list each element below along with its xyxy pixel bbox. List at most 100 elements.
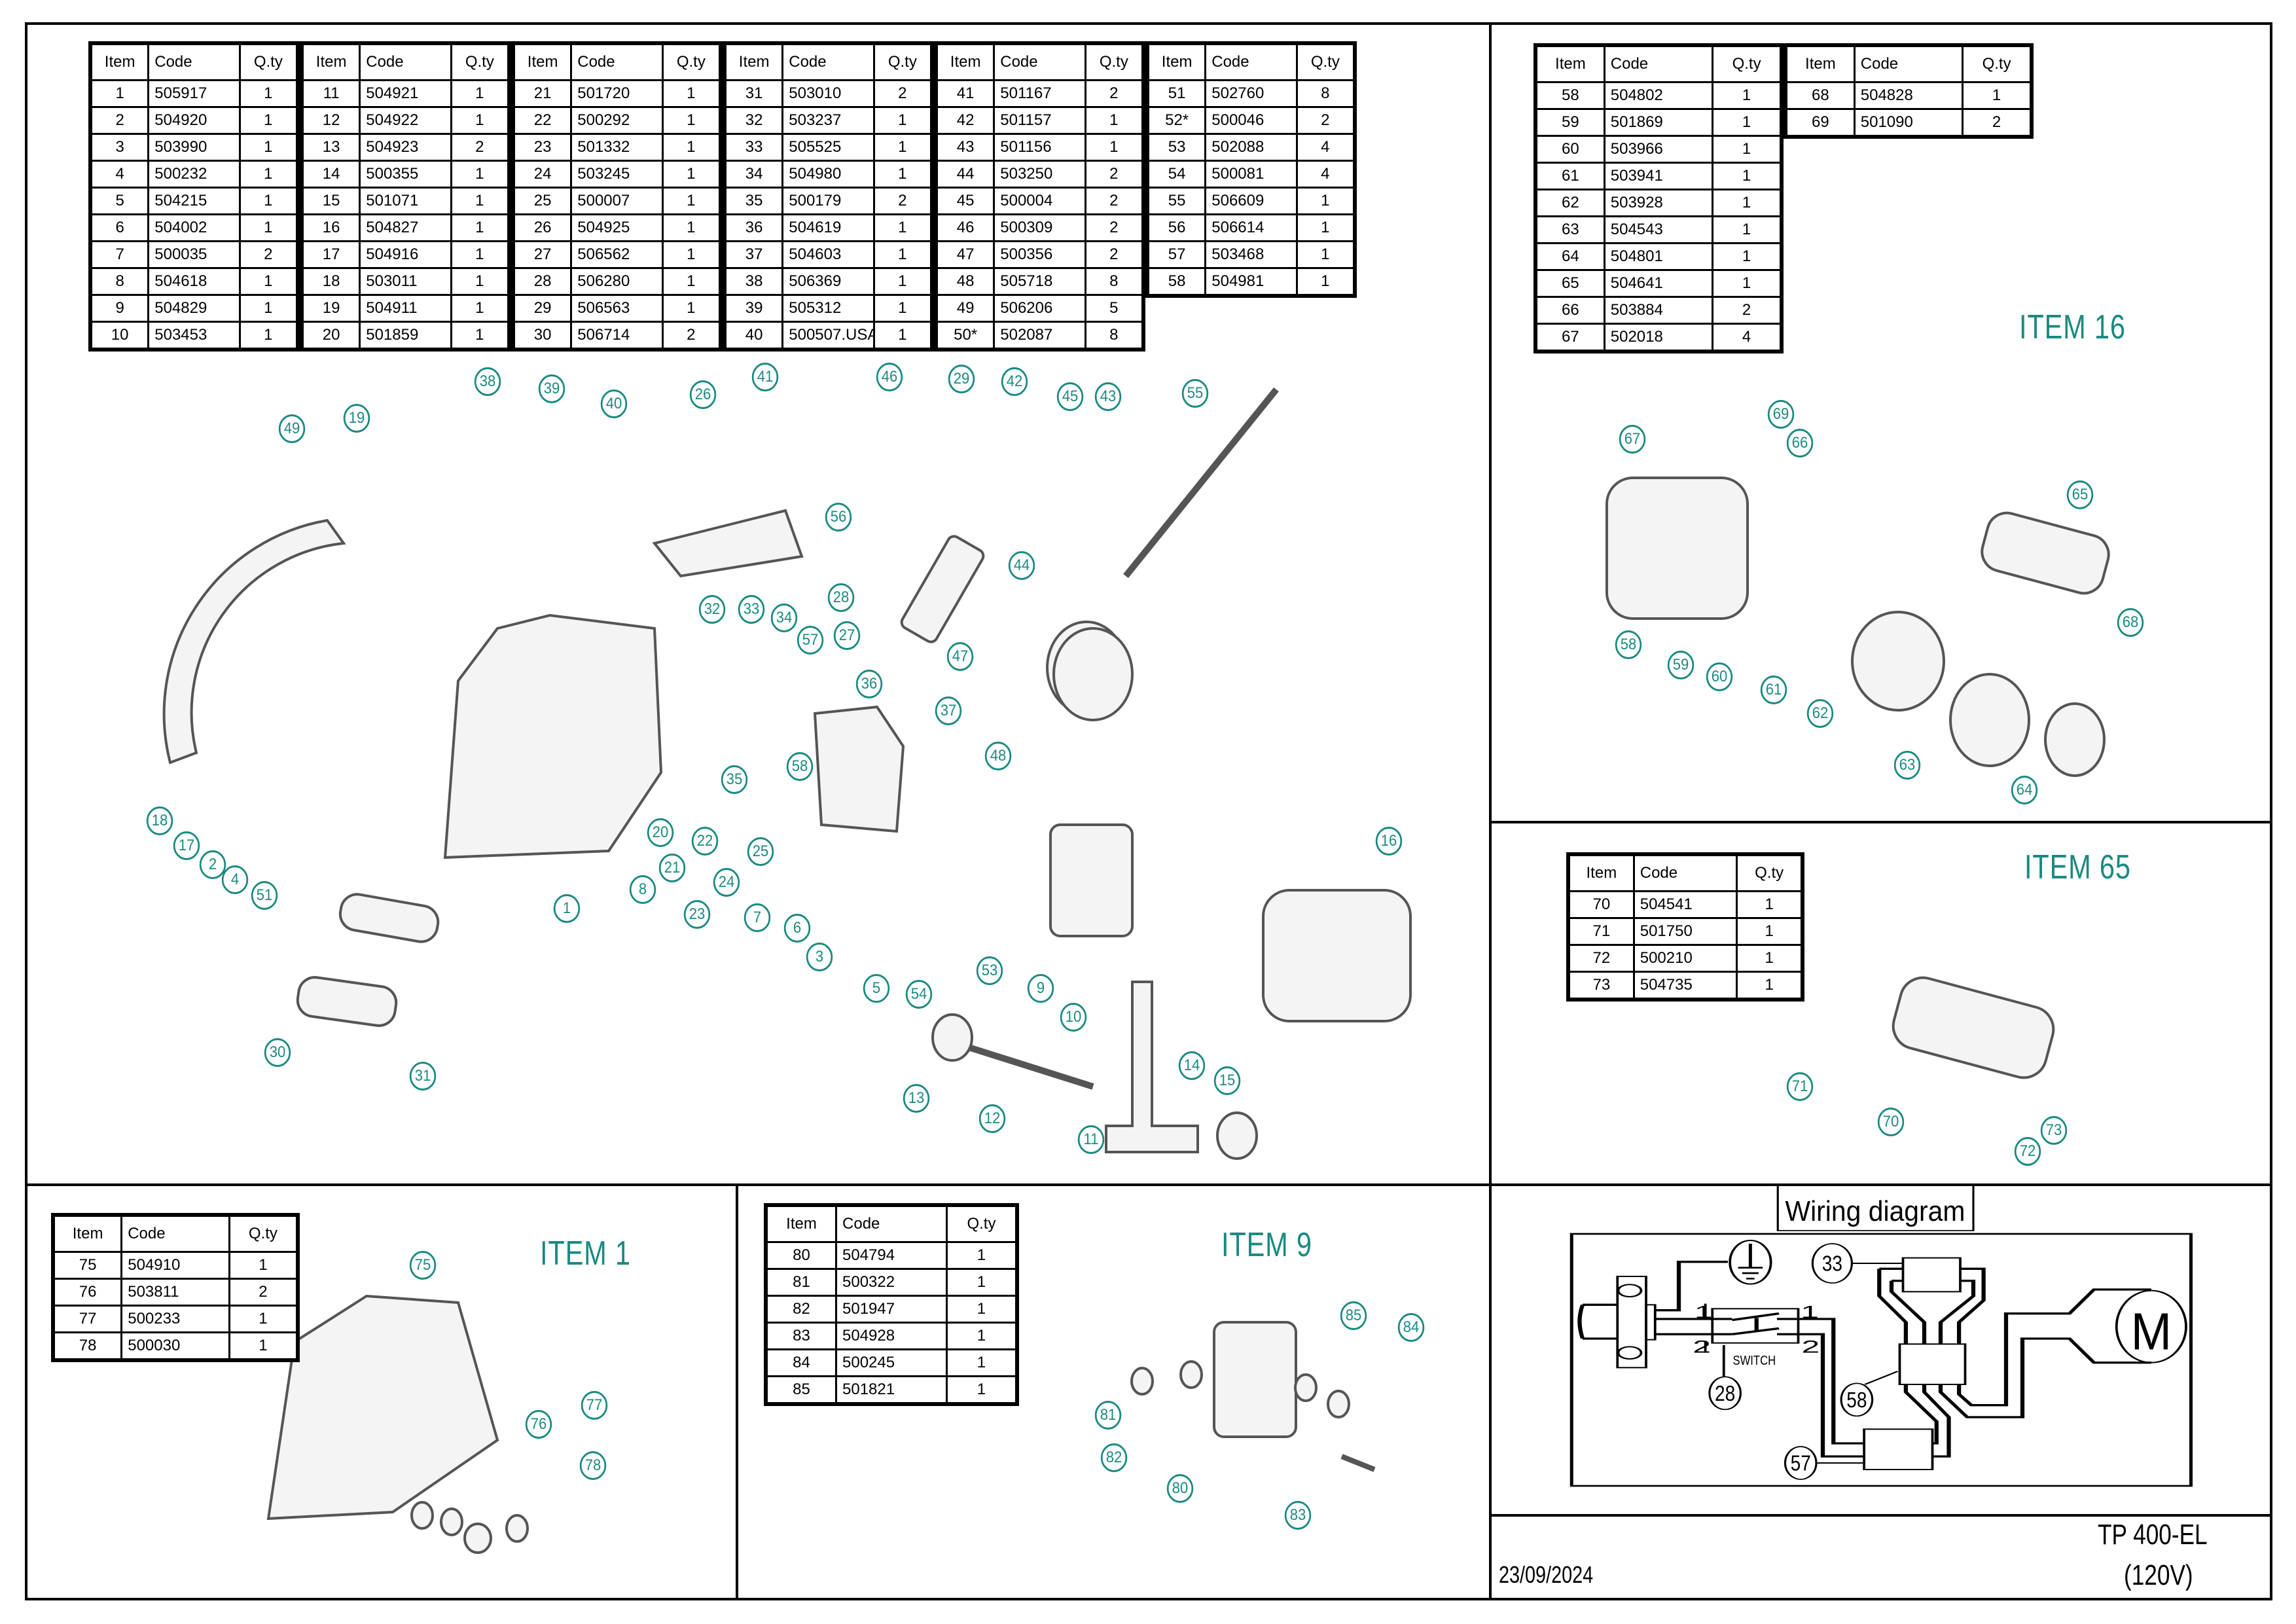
quantity: 1 xyxy=(945,1241,1018,1270)
column-header: Q.ty xyxy=(945,1204,1018,1243)
column-header: Item xyxy=(512,42,573,81)
item-number: 41 xyxy=(935,79,996,108)
part-code: 504002 xyxy=(147,213,241,242)
part-code: 500355 xyxy=(359,160,452,189)
quantity: 1 xyxy=(661,160,722,189)
callout-main: 17 xyxy=(173,831,200,860)
column-header: Code xyxy=(570,42,664,81)
part-code: 500179 xyxy=(781,187,875,215)
quantity: 1 xyxy=(1712,162,1783,190)
quantity: 1 xyxy=(228,1251,299,1280)
column-header: Item xyxy=(52,1214,123,1253)
item-number: 21 xyxy=(512,79,573,108)
quantity: 1 xyxy=(872,267,933,296)
quantity: 1 xyxy=(661,79,722,108)
item-number: 78 xyxy=(52,1331,123,1362)
quantity: 8 xyxy=(1084,267,1145,296)
part-code: 501090 xyxy=(1853,108,1964,138)
callout-item9: 85 xyxy=(1340,1301,1367,1330)
callout-item1: 75 xyxy=(409,1251,437,1280)
item-number: 38 xyxy=(723,267,784,296)
item-number: 34 xyxy=(723,160,784,189)
item-number: 29 xyxy=(512,294,573,323)
callout-main: 4 xyxy=(221,865,249,894)
part-code: 501720 xyxy=(570,79,664,108)
item-number: 5 xyxy=(89,187,150,215)
part-code: 503453 xyxy=(147,321,241,351)
quantity: 2 xyxy=(1962,108,2033,138)
quantity: 4 xyxy=(1295,133,1356,162)
part-code: 504801 xyxy=(1603,242,1714,271)
item-number: 36 xyxy=(723,213,784,242)
quantity: 1 xyxy=(661,106,722,135)
part-code: 501157 xyxy=(993,106,1086,135)
item16-armature-part xyxy=(1981,511,2110,595)
callout-main: 7 xyxy=(744,903,771,932)
quantity: 2 xyxy=(661,321,722,351)
item-number: 9 xyxy=(89,294,150,323)
callout-item16: 58 xyxy=(1615,630,1642,659)
item-number: 8 xyxy=(89,267,150,296)
item-number: 20 xyxy=(300,321,361,351)
item-number: 55 xyxy=(1146,187,1207,215)
quantity: 2 xyxy=(1084,240,1145,269)
part-code: 503928 xyxy=(1603,189,1714,217)
callout-item65: 72 xyxy=(2014,1137,2041,1166)
callout-main: 1 xyxy=(553,894,581,923)
item-number: 22 xyxy=(512,106,573,135)
quantity: 1 xyxy=(238,106,299,135)
motor-label: M xyxy=(2131,1303,2172,1361)
quantity: 1 xyxy=(238,79,299,108)
column-header: Item xyxy=(723,42,784,81)
part-code: 504215 xyxy=(147,187,241,215)
item-number: 69 xyxy=(1784,108,1856,138)
item-number: 75 xyxy=(52,1251,123,1280)
item-number: 1 xyxy=(89,79,150,108)
callout-item16: 59 xyxy=(1667,651,1695,679)
item-number: 72 xyxy=(1567,944,1635,973)
quantity: 1 xyxy=(1712,135,1783,164)
terminal-block xyxy=(1898,1343,1967,1385)
part-code: 503468 xyxy=(1204,240,1298,269)
part-code: 501750 xyxy=(1632,917,1738,946)
quantity: 1 xyxy=(1712,108,1783,137)
part-code: 504828 xyxy=(1853,81,1964,110)
callout-main: 58 xyxy=(786,752,814,781)
part-code: 501859 xyxy=(359,321,452,351)
item-number: 6 xyxy=(89,213,150,242)
item-number: 56 xyxy=(1146,213,1207,242)
part-code: 500210 xyxy=(1632,944,1738,973)
column-header: Q.ty xyxy=(1962,44,2033,83)
item-number: 37 xyxy=(723,240,784,269)
item-number: 52* xyxy=(1146,106,1207,135)
part-code: 504802 xyxy=(1603,81,1714,110)
item-number: 44 xyxy=(935,160,996,189)
part-code: 501332 xyxy=(570,133,664,162)
column-header: Code xyxy=(147,42,241,81)
column-header: Code xyxy=(781,42,875,81)
switch-label: SWITCH xyxy=(1733,1354,1776,1368)
part-code: 503811 xyxy=(120,1278,230,1307)
callout-item65: 73 xyxy=(2040,1116,2068,1145)
quantity: 1 xyxy=(1295,267,1356,297)
